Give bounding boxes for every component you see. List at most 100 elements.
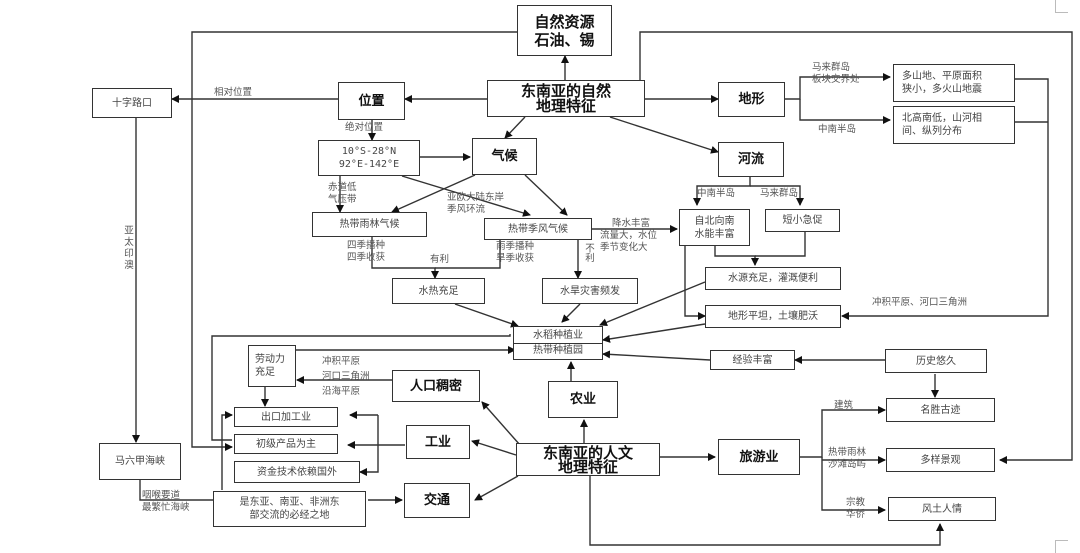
label-line: 最繁忙海峡 <box>142 502 190 513</box>
node-crossroads: 十字路口 <box>92 88 172 118</box>
edge-natural-climate <box>504 116 526 139</box>
node-text: 出口加工业 <box>261 411 311 423</box>
edge-natural-scenery <box>639 31 1073 464</box>
label-line: 宗教 <box>846 497 866 508</box>
label-strait: 咽喉要道 最繁忙海峡 <box>142 490 190 514</box>
node-text: 资金技术依赖国外 <box>257 466 337 478</box>
node-text: 是东亚、南亚、非洲东 <box>239 497 340 508</box>
node-text: 水旱灾害频发 <box>560 285 620 297</box>
node-terrain-indochina: 北高南低，山河相 间、纵列分布 <box>893 106 1015 144</box>
label-equator-low-pressure: 赤道低 气压带 <box>328 182 357 206</box>
node-experience: 经验丰富 <box>710 350 795 370</box>
node-human-features: 东南亚的人文 地理特征 <box>516 443 660 476</box>
node-text: 劳动力 <box>255 354 285 365</box>
label-indochina: 中南半岛 <box>818 124 857 135</box>
node-water-irrigation: 水源充足，灌溉便利 <box>705 267 841 290</box>
node-text: 地形平坦，土壤肥沃 <box>728 311 818 322</box>
node-coordinates: 10°S-28°N 92°E-142°E <box>318 140 420 176</box>
node-flood-drought: 水旱灾害频发 <box>542 278 638 304</box>
node-text: 人口稠密 <box>409 378 462 394</box>
node-text: 十字路口 <box>112 97 152 109</box>
node-text: 热带季风气候 <box>508 223 568 235</box>
label-line: 咽喉要道 <box>142 490 181 501</box>
node-text: 充足 <box>255 367 275 378</box>
label-line: 四季播种 <box>347 240 386 251</box>
node-text: 交通 <box>423 493 450 508</box>
label-line: 冲积平原 <box>322 356 361 367</box>
node-text: 自北向南 <box>694 215 735 227</box>
node-terrain-malay: 多山地、平原面积 狭小，多火山地震 <box>893 64 1015 102</box>
label-malay-archipelago: 马来群岛 板块交界处 <box>812 62 860 86</box>
node-long-history: 历史悠久 <box>885 349 987 373</box>
node-text: 10°S-28°N <box>341 146 397 157</box>
label-line: 赤道低 <box>328 182 357 193</box>
label-line: 四季收获 <box>347 252 386 263</box>
label-absolute-position: 绝对位置 <box>345 122 384 133</box>
label-line: 马来群岛 <box>812 62 851 73</box>
label-river-malay: 马来群岛 <box>760 188 799 199</box>
node-text: 旅游业 <box>739 449 779 465</box>
node-industry: 工业 <box>406 425 470 459</box>
node-agriculture: 农业 <box>548 381 618 418</box>
node-terrain: 地形 <box>718 82 785 117</box>
label-rainfall: 降水丰富 流量大，水位 季节变化大 <box>600 218 657 254</box>
node-text: 农业 <box>569 392 596 407</box>
node-natural-features: 东南亚的自然 地理特征 <box>487 80 645 117</box>
node-text: 水稻种植业 <box>514 329 602 344</box>
node-text: 多样景观 <box>920 454 961 466</box>
label-line: 沙滩岛屿 <box>828 459 867 470</box>
page-corner-mark <box>1055 540 1068 553</box>
node-text: 历史悠久 <box>916 355 956 367</box>
node-text: 工业 <box>424 434 451 450</box>
node-population-dense: 人口稠密 <box>392 370 480 402</box>
node-text: 经验丰富 <box>732 354 773 366</box>
node-tropical-rainforest: 热带雨林气候 <box>312 212 427 237</box>
node-text: 马六甲海峡 <box>115 456 165 467</box>
label-asia-pacific: 亚太印澳 <box>122 225 133 271</box>
label-line: 季节变化大 <box>600 242 648 253</box>
node-text: 狭小，多火山地震 <box>902 84 982 95</box>
node-capital-tech: 资金技术依赖国外 <box>234 461 360 483</box>
node-text: 自然资源 <box>534 12 595 31</box>
node-text: 地形 <box>738 92 765 107</box>
node-climate: 气候 <box>472 138 537 175</box>
label-architecture: 建筑 <box>834 400 854 411</box>
node-text: 北高南低，山河相 <box>902 113 982 124</box>
label-line: 沿海平原 <box>322 386 361 397</box>
label-plains: 冲积平原 河口三角洲 沿海平原 <box>322 354 370 399</box>
node-text: 部交流的必经之地 <box>249 510 330 521</box>
node-natural-resources: 自然资源 石油、锡 <box>517 5 612 56</box>
node-text: 92°E-142°E <box>338 159 400 170</box>
label-alluvial: 冲积平原、河口三角洲 <box>872 297 968 308</box>
node-crossroad-note: 是东亚、南亚、非洲东 部交流的必经之地 <box>213 491 366 527</box>
label-line: 亚欧大陆东岸 <box>447 192 505 203</box>
label-line: 板块交界处 <box>812 74 860 85</box>
label-line: 流量大，水位 <box>600 230 658 241</box>
label-continent-east-coast: 亚欧大陆东岸 季风环流 <box>447 192 504 216</box>
label-line: 季风环流 <box>447 204 486 215</box>
node-export-industry: 出口加工业 <box>234 407 338 427</box>
label-rainforest-beach: 热带雨林 沙滩岛屿 <box>828 447 866 471</box>
label-line: 华侨 <box>846 509 866 520</box>
node-primary-products: 初级产品为主 <box>234 434 338 454</box>
node-text: 名胜古迹 <box>920 404 961 416</box>
label-line: 旱季收获 <box>496 253 535 264</box>
node-text: 水源充足，灌溉便利 <box>728 273 818 284</box>
node-text: 短小急促 <box>782 215 823 226</box>
node-text: 初级产品为主 <box>256 438 316 450</box>
node-text: 风土人情 <box>922 503 962 515</box>
node-text: 水能丰富 <box>694 228 735 240</box>
node-tropical-monsoon: 热带季风气候 <box>484 218 592 240</box>
node-customs: 风土人情 <box>888 497 996 521</box>
page-corner-mark <box>1055 0 1068 13</box>
label-religion-overseas: 宗教 华侨 <box>846 497 865 521</box>
node-text: 热带雨林气候 <box>339 219 400 230</box>
node-rivers: 河流 <box>718 142 784 177</box>
edge-natural-rivers <box>609 116 719 154</box>
node-flat-fertile: 地形平坦，土壤肥沃 <box>705 305 841 328</box>
node-text: 位置 <box>358 93 385 109</box>
node-water-heat: 水热充足 <box>392 278 485 304</box>
label-line: 气压带 <box>328 194 357 205</box>
node-location: 位置 <box>338 82 405 120</box>
